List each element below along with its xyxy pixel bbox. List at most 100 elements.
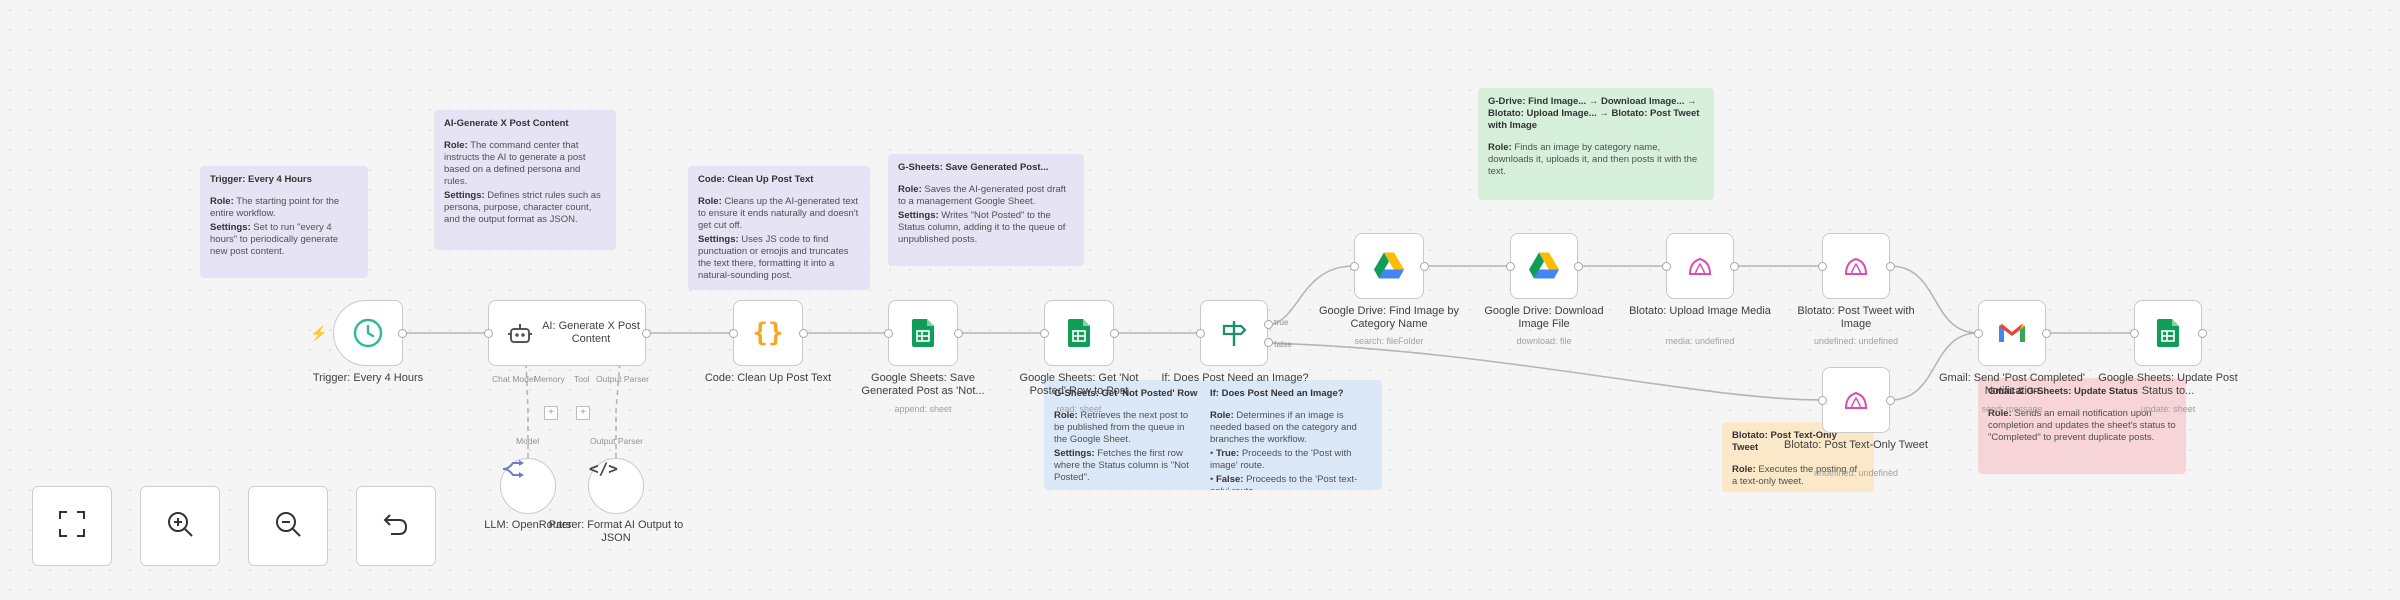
reset-zoom-button[interactable] — [356, 486, 436, 566]
node-trigger-every-4-hours[interactable] — [333, 300, 403, 366]
node-label: Blotato: Upload Image Media — [1629, 305, 1771, 317]
node-blotato-tweet-text[interactable] — [1822, 367, 1890, 433]
google-sheets-icon — [912, 319, 934, 347]
output-port[interactable] — [1574, 262, 1583, 271]
sticky-note-ai[interactable]: AI-Generate X Post Content Role: The com… — [434, 110, 616, 250]
output-port[interactable] — [1730, 262, 1739, 271]
note-settings-text: Set to run "every 4 hours" to periodical… — [210, 222, 339, 257]
output-port[interactable] — [1886, 396, 1895, 405]
note-role-text: Executes the posting of a text-only twee… — [1732, 464, 1858, 487]
sticky-note-code[interactable]: Code: Clean Up Post Text Role: Cleans up… — [688, 166, 870, 290]
node-if-needs-image[interactable] — [1200, 300, 1268, 366]
node-gdrive-download[interactable] — [1510, 233, 1578, 299]
input-port[interactable] — [1818, 396, 1827, 405]
node-subtitle: media: undefined — [1665, 336, 1735, 346]
output-port[interactable] — [1110, 329, 1119, 338]
input-port[interactable] — [1506, 262, 1515, 271]
node-sheets-save-post[interactable] — [888, 300, 958, 366]
output-port[interactable] — [799, 329, 808, 338]
note-title: AI-Generate X Post Content — [444, 118, 569, 129]
sticky-note-save[interactable]: G-Sheets: Save Generated Post... Role: S… — [888, 154, 1084, 266]
input-port[interactable] — [884, 329, 893, 338]
note-role-text: Determines if an image is needed based o… — [1210, 410, 1357, 445]
note-role-text: The starting point for the entire workfl… — [210, 196, 340, 219]
note-role-label: Role: — [1988, 408, 2012, 419]
sticky-note-if[interactable]: If: Does Post Need an Image? Role: Deter… — [1200, 380, 1382, 490]
note-title: Gmail & G-Sheets: Update Status — [1988, 386, 2138, 397]
node-label: Parser: Format AI Output to JSON — [548, 519, 684, 544]
port-label-model: Model — [516, 436, 540, 446]
sticky-note-trigger[interactable]: Trigger: Every 4 Hours Role: The startin… — [200, 166, 368, 278]
input-port[interactable] — [1974, 329, 1983, 338]
sticky-note-get[interactable]: G-Sheets: Get 'Not Posted' Row Role: Ret… — [1044, 380, 1208, 490]
input-port[interactable] — [1040, 329, 1049, 338]
note-title: Blotato: Post Text-Only Tweet — [1732, 430, 1837, 453]
note-role-text: Cleans up the AI-generated text to ensur… — [698, 196, 859, 231]
zoom-in-button[interactable] — [140, 486, 220, 566]
code-braces-icon: {} — [752, 318, 784, 348]
robot-icon — [507, 321, 533, 352]
note-role-label: Role: — [898, 184, 922, 195]
note-settings-label: Settings: — [210, 222, 251, 233]
node-sheets-update-status[interactable] — [2134, 300, 2202, 366]
input-port[interactable] — [2130, 329, 2139, 338]
node-llm-openrouter[interactable] — [500, 458, 556, 514]
add-tool-button[interactable]: + — [576, 406, 590, 420]
port-label-tool: Tool — [574, 374, 590, 384]
output-port[interactable] — [1886, 262, 1895, 271]
add-memory-button[interactable]: + — [544, 406, 558, 420]
input-port[interactable] — [484, 329, 493, 338]
fit-view-button[interactable] — [32, 486, 112, 566]
input-port[interactable] — [1350, 262, 1359, 271]
input-port[interactable] — [1818, 262, 1827, 271]
input-port[interactable] — [1662, 262, 1671, 271]
note-role-text: Retrieves the next post to be published … — [1054, 410, 1189, 445]
input-port[interactable] — [1196, 329, 1205, 338]
output-port[interactable] — [642, 329, 651, 338]
node-subtitle: search: fileFolder — [1354, 336, 1424, 346]
node-label: If: Does Post Need an Image? — [1161, 372, 1309, 384]
note-false-text: Proceeds to the 'Post text-only' route. — [1210, 474, 1358, 490]
zoom-out-button[interactable] — [248, 486, 328, 566]
node-label: Google Sheets: Get 'Not Posted' Row to P… — [1019, 372, 1139, 397]
node-label: Code: Clean Up Post Text — [704, 372, 832, 384]
node-label: AI: Generate X Post Content — [542, 320, 640, 345]
input-port[interactable] — [729, 329, 738, 338]
blotato-icon — [1843, 256, 1869, 276]
output-port[interactable] — [2198, 329, 2207, 338]
trigger-bolt-icon: ⚡ — [310, 325, 328, 341]
zoom-out-icon — [273, 509, 303, 544]
sticky-note-gdrive[interactable]: G-Drive: Find Image... → Download Image.… — [1478, 88, 1714, 200]
node-code-clean-up[interactable]: {} — [733, 300, 803, 366]
note-true-label: True: — [1215, 448, 1240, 459]
note-settings-text: Writes "Not Posted" to the Status column… — [898, 210, 1066, 245]
openrouter-icon — [501, 459, 555, 484]
node-subtitle: append: sheet — [894, 404, 952, 414]
note-title: Trigger: Every 4 Hours — [210, 174, 312, 185]
google-drive-icon — [1529, 252, 1559, 280]
google-sheets-icon — [1068, 319, 1090, 347]
output-port[interactable] — [1420, 262, 1429, 271]
node-blotato-upload[interactable] — [1666, 233, 1734, 299]
output-port-true[interactable] — [1264, 320, 1273, 329]
sticky-note-textonly[interactable]: Blotato: Post Text-Only Tweet Role: Exec… — [1722, 422, 1874, 492]
node-blotato-tweet-image[interactable] — [1822, 233, 1890, 299]
node-gmail-send[interactable] — [1978, 300, 2046, 366]
node-subtitle: undefined: undefined — [1813, 468, 1899, 478]
port-label-output-parser: Output Parser — [596, 374, 649, 384]
sticky-note-gmail[interactable]: Gmail & G-Sheets: Update Status Role: Se… — [1978, 378, 2186, 474]
note-role-text: Finds an image by category name, downloa… — [1488, 142, 1698, 177]
output-port[interactable] — [954, 329, 963, 338]
node-label: Gmail: Send 'Post Completed' Notificatio… — [1938, 372, 2086, 397]
node-label: Google Sheets: Update Post Status to... — [2098, 372, 2238, 397]
node-gdrive-find-image[interactable] — [1354, 233, 1424, 299]
note-role-label: Role: — [444, 140, 468, 151]
node-parser-format-json[interactable]: </> — [588, 458, 644, 514]
blotato-icon — [1843, 390, 1869, 410]
node-label: Trigger: Every 4 Hours — [312, 372, 424, 384]
node-sheets-get-row[interactable] — [1044, 300, 1114, 366]
output-port-false[interactable] — [1264, 338, 1273, 347]
node-ai-generate-x-post[interactable]: AI: Generate X Post Content — [488, 300, 646, 366]
output-port[interactable] — [398, 329, 407, 338]
output-port[interactable] — [2042, 329, 2051, 338]
